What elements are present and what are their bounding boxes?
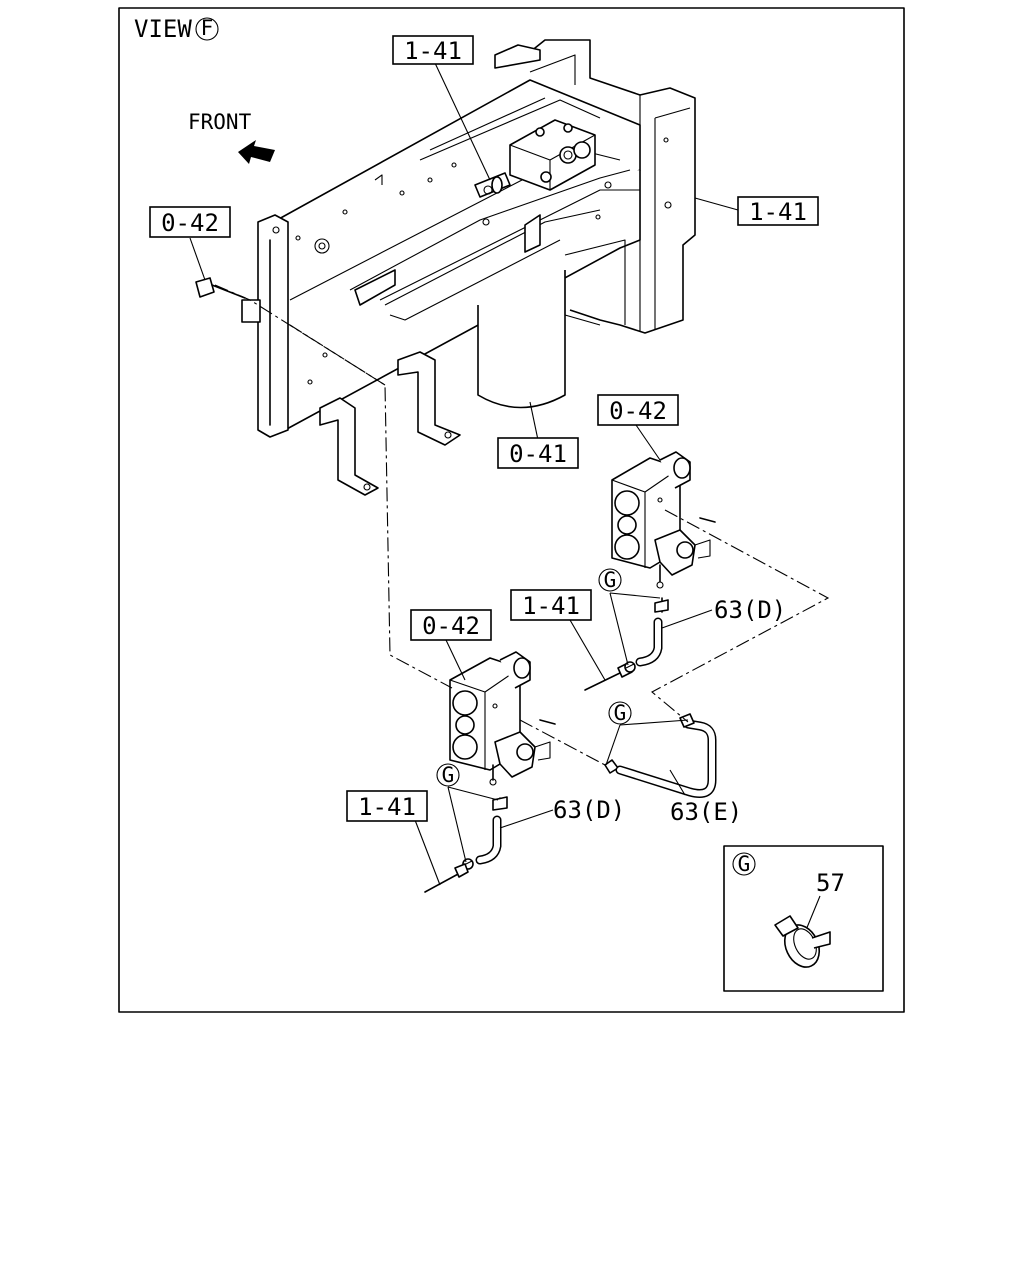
clamp-marker-upper-text: G xyxy=(604,568,617,592)
hose-lower-label: 63(D) xyxy=(553,796,625,824)
clamp-marker-middle-text: G xyxy=(614,701,627,725)
callout-frame-right: 1-41 xyxy=(737,196,819,226)
callout-bolt-left-text: 0-42 xyxy=(161,209,219,237)
detail-g-letter: G xyxy=(738,852,751,876)
clamp-marker-lower-text: G xyxy=(442,763,455,787)
callout-pipe-lower-text: 1-41 xyxy=(358,793,416,821)
callout-frame-right-text: 1-41 xyxy=(749,198,807,226)
callout-pipe-lower: 1-41 xyxy=(346,790,428,822)
callout-cylinder-text: 0-41 xyxy=(509,440,567,468)
detail-g: G 57 xyxy=(723,845,884,992)
callout-valve-lower-text: 0-42 xyxy=(422,612,480,640)
clamp-marker-lower: G xyxy=(436,763,460,787)
leader-lines xyxy=(189,62,739,886)
frame-valve-block xyxy=(474,119,596,198)
view-label-text: VIEW xyxy=(134,15,192,43)
frame-assembly xyxy=(195,39,696,496)
pipe-lower xyxy=(424,872,461,893)
hose-upper-label: 63(D) xyxy=(714,596,786,624)
connection-lines xyxy=(214,284,830,766)
tank-cylinder xyxy=(477,270,566,409)
callout-valve-upper: 0-42 xyxy=(597,394,679,426)
front-label: FRONT xyxy=(188,110,252,134)
pipe-upper xyxy=(584,671,623,691)
valve-upper xyxy=(611,451,716,589)
hose-assembly xyxy=(424,597,717,893)
callout-bolt-left: 0-42 xyxy=(149,206,231,238)
hose-long-label: 63(E) xyxy=(670,798,742,826)
diagram-border xyxy=(118,7,905,1013)
callout-frame-top-text: 1-41 xyxy=(404,37,462,65)
left-plate xyxy=(257,214,289,438)
beam-holes xyxy=(295,162,612,385)
clamp-marker-middle: G xyxy=(608,701,632,725)
callout-valve-lower: 0-42 xyxy=(410,609,492,641)
view-label: VIEW F xyxy=(134,15,219,43)
callout-frame-top: 1-41 xyxy=(392,35,474,65)
hanger-right xyxy=(397,351,461,446)
callout-valve-upper-text: 0-42 xyxy=(609,397,667,425)
callout-cylinder: 0-41 xyxy=(497,437,579,469)
hose-clamp-icon xyxy=(774,915,831,968)
callout-pipe-upper-text: 1-41 xyxy=(522,592,580,620)
view-letter: F xyxy=(201,16,214,40)
view-letter-circle xyxy=(195,17,219,41)
front-arrow-icon xyxy=(238,140,275,164)
callout-pipe-upper: 1-41 xyxy=(510,589,592,621)
detail-g-part-number: 57 xyxy=(816,869,845,897)
clamp-marker-upper: G xyxy=(598,568,622,592)
valve-lower xyxy=(449,651,556,786)
front-indicator: FRONT xyxy=(188,110,275,164)
hanger-left xyxy=(319,397,379,496)
